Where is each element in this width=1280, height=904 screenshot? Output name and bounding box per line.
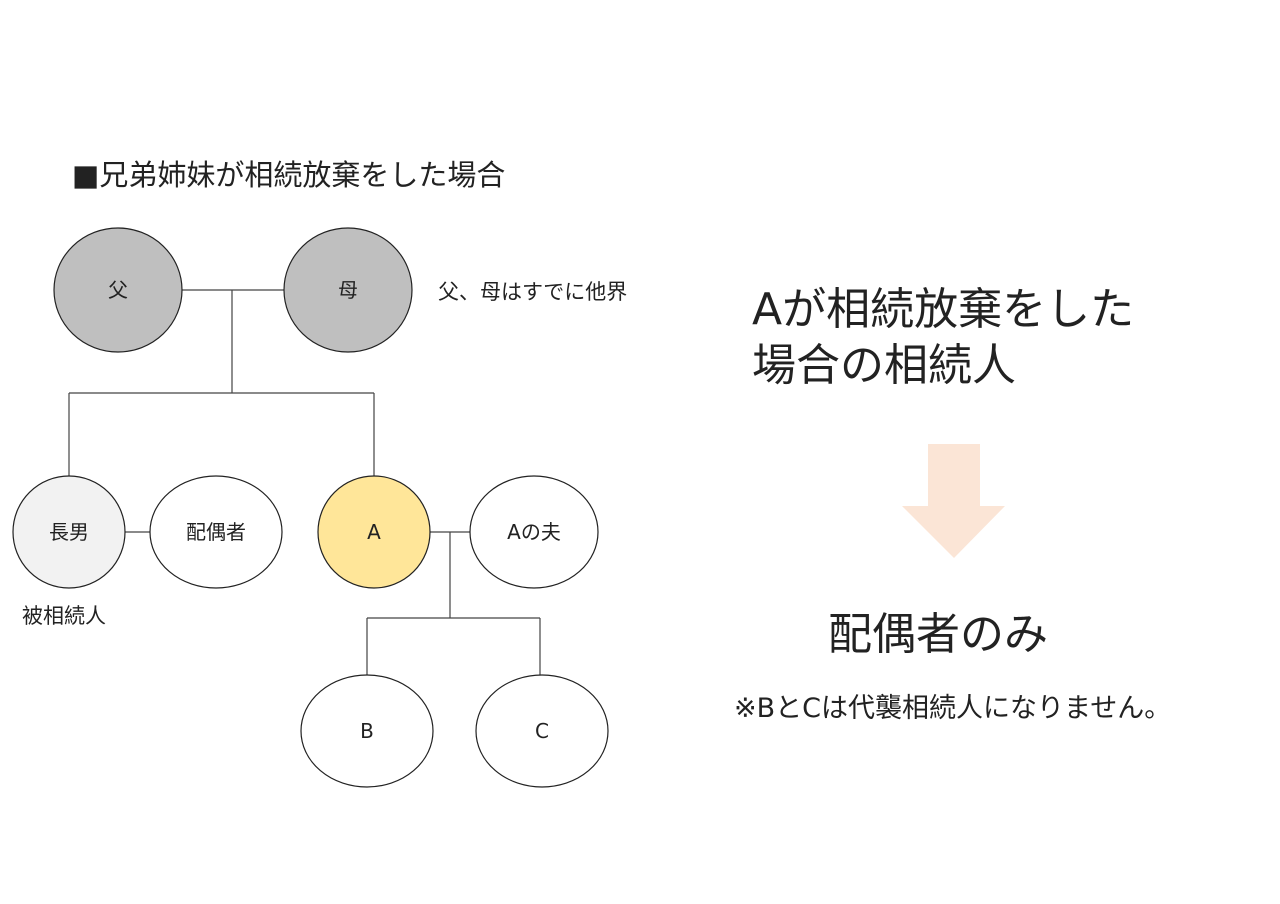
node-c-label: C: [535, 719, 549, 743]
node-father-label: 父: [108, 278, 128, 302]
heading-line-1: Aが相続放棄をした: [752, 284, 1135, 335]
heading-line-2: 場合の相続人: [752, 340, 1016, 391]
node-eldest-son: 長男: [12, 475, 126, 589]
node-b: B: [300, 674, 434, 788]
node-a-label: A: [367, 520, 381, 544]
node-b-label: B: [360, 719, 374, 743]
node-a-husband: Aの夫: [469, 475, 599, 589]
deceased-label: 被相続人: [22, 604, 106, 628]
node-mother: 母: [283, 227, 413, 353]
node-a: A: [317, 475, 431, 589]
heading: Aが相続放棄をした 場合の相続人: [752, 282, 1134, 394]
footnote: ※BとCは代襲相続人になりません。: [734, 693, 1172, 724]
node-spouse: 配偶者: [149, 475, 283, 589]
parents-deceased-note: 父、母はすでに他界: [438, 280, 628, 304]
node-father: 父: [53, 227, 183, 353]
node-spouse-label: 配偶者: [186, 520, 246, 544]
result-text: 配偶者のみ: [828, 609, 1048, 660]
node-eldest-son-label: 長男: [49, 520, 89, 544]
down-arrow-icon: [902, 444, 1005, 558]
node-mother-label: 母: [338, 278, 358, 302]
node-a-husband-label: Aの夫: [507, 520, 561, 544]
diagram-title: ■兄弟姉妹が相続放棄をした場合: [72, 158, 506, 192]
connector-lines: [68, 289, 541, 676]
node-c: C: [475, 674, 609, 788]
